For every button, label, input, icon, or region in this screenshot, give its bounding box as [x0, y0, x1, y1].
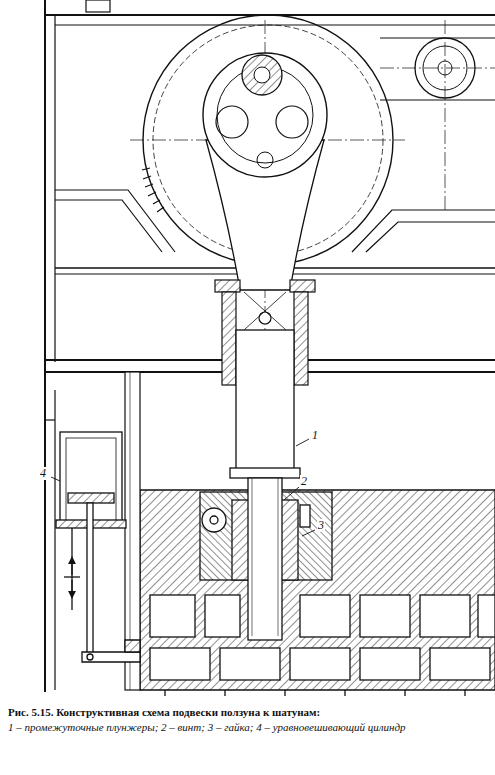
drawing-stroke: [220, 648, 280, 680]
drawing-stroke: [54, 390, 55, 690]
drawing-stroke: [276, 106, 308, 138]
drawing-stroke: [430, 648, 490, 680]
drawing-stroke: [296, 439, 309, 446]
callout-number: 4: [39, 467, 47, 480]
screw: [248, 478, 282, 640]
drawing-stroke: [64, 576, 80, 577]
drawing-stroke: [216, 106, 248, 138]
drawing-stroke: [278, 478, 279, 636]
drawing-stroke: [87, 654, 93, 660]
drawing-stroke: [68, 493, 114, 503]
drawing-stroke: [242, 55, 282, 95]
caption-legend: 1 – промежуточные плунжеры; 2 – винт; 3 …: [8, 721, 488, 734]
callout-number: 2: [300, 475, 308, 488]
connecting-rod: [203, 53, 327, 290]
drawing-stroke: [203, 53, 327, 177]
drawing-stroke: [380, 99, 495, 100]
drawing-stroke: [202, 508, 226, 532]
drawing-stroke: [205, 595, 240, 637]
drawing-stroke: [82, 652, 140, 662]
drawing-stroke: [360, 648, 420, 680]
drawing-stroke: [45, 419, 55, 420]
drawing-stroke: [150, 595, 195, 637]
drawing-stroke: [284, 487, 299, 500]
drawing-stroke: [222, 292, 236, 385]
drawing-stroke: [210, 516, 218, 524]
drawing-stroke: [302, 530, 315, 536]
press-drawing: [0, 0, 495, 700]
plunger: [230, 330, 300, 478]
drawing-stroke: [140, 490, 495, 690]
drawing-stroke: [55, 200, 162, 252]
drawing-stroke: [55, 24, 495, 25]
drawing-stroke: [420, 595, 470, 637]
drawing-stroke: [366, 222, 495, 252]
drawing-stroke: [125, 372, 140, 690]
drawing-stroke: [259, 312, 271, 324]
frame: [45, 0, 495, 692]
drawing-stroke: [294, 292, 308, 385]
drawing-stroke: [290, 648, 350, 680]
drawing-stroke: [352, 210, 495, 252]
drawing-stroke: [51, 477, 60, 481]
callout-number: 3: [317, 519, 325, 532]
drawing-stroke: [125, 640, 140, 652]
drawing-stroke: [244, 292, 286, 330]
centre-lines: [130, 20, 495, 690]
drawing-stroke: [71, 560, 72, 575]
leader-lines: [51, 439, 315, 536]
drawing-stroke: [300, 595, 350, 637]
drawing-stroke: [257, 152, 273, 168]
drawing-stroke: [244, 292, 286, 330]
top-fitting: [86, 0, 110, 12]
drawing-stroke: [300, 505, 310, 527]
drawing-stroke: [445, 20, 446, 210]
drawing-stroke: [236, 330, 294, 470]
drawing-stroke: [71, 580, 72, 595]
drawing-stroke: [254, 67, 270, 83]
callout-number: 1: [311, 429, 319, 442]
drawing-stroke: [71, 528, 72, 610]
drawing-stroke: [44, 0, 46, 692]
drawing-stroke: [290, 280, 315, 292]
side-guides: [45, 372, 140, 690]
drawing-stroke: [360, 595, 410, 637]
slide: [140, 490, 495, 696]
drawing-stroke: [248, 478, 282, 640]
figure-caption: Рис. 5.15. Конструктивная схема подвески…: [8, 706, 488, 719]
drawing-stroke: [380, 68, 495, 69]
drawing-stroke: [165, 690, 465, 696]
drawing-stroke: [142, 168, 164, 212]
drawing-stroke: [150, 648, 210, 680]
drawing-stroke: [230, 468, 300, 478]
drawing-stroke: [55, 190, 175, 252]
drawing-stroke: [54, 15, 55, 362]
drawing-stroke: [87, 503, 93, 660]
drawing-stroke: [217, 67, 313, 163]
drawing-stroke: [252, 478, 253, 636]
drawing-stroke: [478, 595, 495, 637]
balancing-cylinder: [56, 432, 140, 662]
drawing-stroke: [215, 280, 240, 292]
